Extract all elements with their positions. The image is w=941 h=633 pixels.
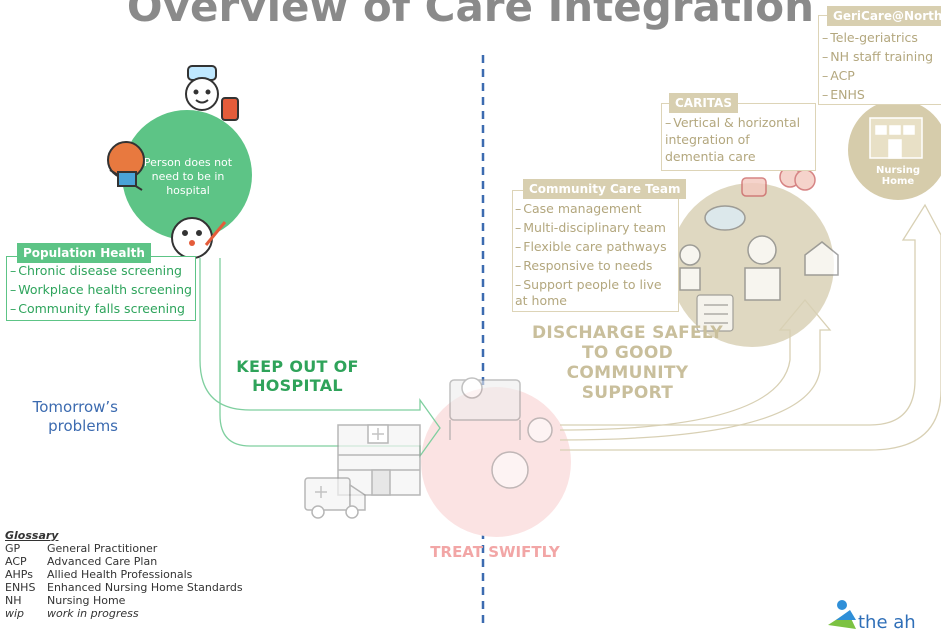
- discharge-arrow-community: [559, 298, 832, 441]
- checklist-icon: [696, 294, 734, 332]
- keep-out-arrow: [199, 258, 441, 459]
- community-care-box: Community Care Team Case management Mult…: [512, 179, 687, 312]
- patient-bed-icon: [449, 377, 553, 489]
- population-health-list: Chronic disease screening Workplace heal…: [10, 261, 192, 318]
- caritas-header: CARITAS: [669, 93, 738, 113]
- gericare-header: GeriCare@North: [827, 6, 941, 26]
- list-item: Tele-geriatrics: [822, 28, 933, 47]
- list-item: ACP: [822, 66, 933, 85]
- circle-text: Person does not need to be in hospital: [143, 156, 233, 197]
- list-item: NH staff training: [822, 47, 933, 66]
- list-item: Responsive to needs: [515, 256, 673, 275]
- nursing-home-label: Nursing Home: [875, 165, 921, 187]
- doctor-icon: [107, 141, 145, 191]
- gericare-list: Tele-geriatrics NH staff training ACP EN…: [822, 28, 933, 104]
- child-icon: [171, 217, 227, 259]
- population-health-box: Population Health Chronic disease screen…: [6, 243, 196, 321]
- nurse-icon: [185, 65, 239, 121]
- gericare-box: GeriCare@North Tele-geriatrics NH staff …: [818, 6, 941, 105]
- list-item: Support people to live at home: [515, 275, 673, 309]
- list-item: Case management: [515, 199, 673, 218]
- list-item: Vertical & horizontal integration of dem…: [665, 114, 813, 165]
- keep-out-label: KEEP OUT OF HOSPITAL: [236, 357, 359, 395]
- population-health-header: Population Health: [17, 243, 151, 263]
- community-care-list: Case management Multi-disciplinary team …: [515, 199, 673, 309]
- caritas-list: Vertical & horizontal integration of dem…: [665, 114, 813, 165]
- list-item: Community falls screening: [10, 299, 192, 318]
- tomorrow-label: Tomorrow’s problems: [32, 398, 118, 435]
- discharge-arrow-nursing: [560, 203, 941, 451]
- hospital-icon: [337, 424, 421, 496]
- glossary-title: Glossary: [5, 529, 59, 542]
- list-item: ENHS: [822, 85, 933, 104]
- list-item: Chronic disease screening: [10, 261, 192, 280]
- phone-people-icon: [741, 166, 816, 197]
- list-item: Multi-disciplinary team: [515, 218, 673, 237]
- list-item: Flexible care pathways: [515, 237, 673, 256]
- page-title: Overview of Care Integration: [126, 0, 815, 31]
- logo-icon: [828, 600, 856, 629]
- discharge-label: DISCHARGE SAFELY TO GOOD COMMUNITY SUPPO…: [531, 323, 724, 403]
- treat-label: TREAT SWIFTLY: [430, 543, 560, 561]
- community-care-header: Community Care Team: [523, 179, 687, 199]
- population-circle: [122, 110, 252, 240]
- nursing-home-building-icon: [869, 117, 923, 159]
- list-item: Workplace health screening: [10, 280, 192, 299]
- ambulance-icon: [304, 477, 366, 519]
- logo-text: the ah: [858, 612, 916, 633]
- caritas-box: CARITAS Vertical & horizontal integratio…: [661, 93, 816, 171]
- elderly-couple-icon: [679, 205, 839, 301]
